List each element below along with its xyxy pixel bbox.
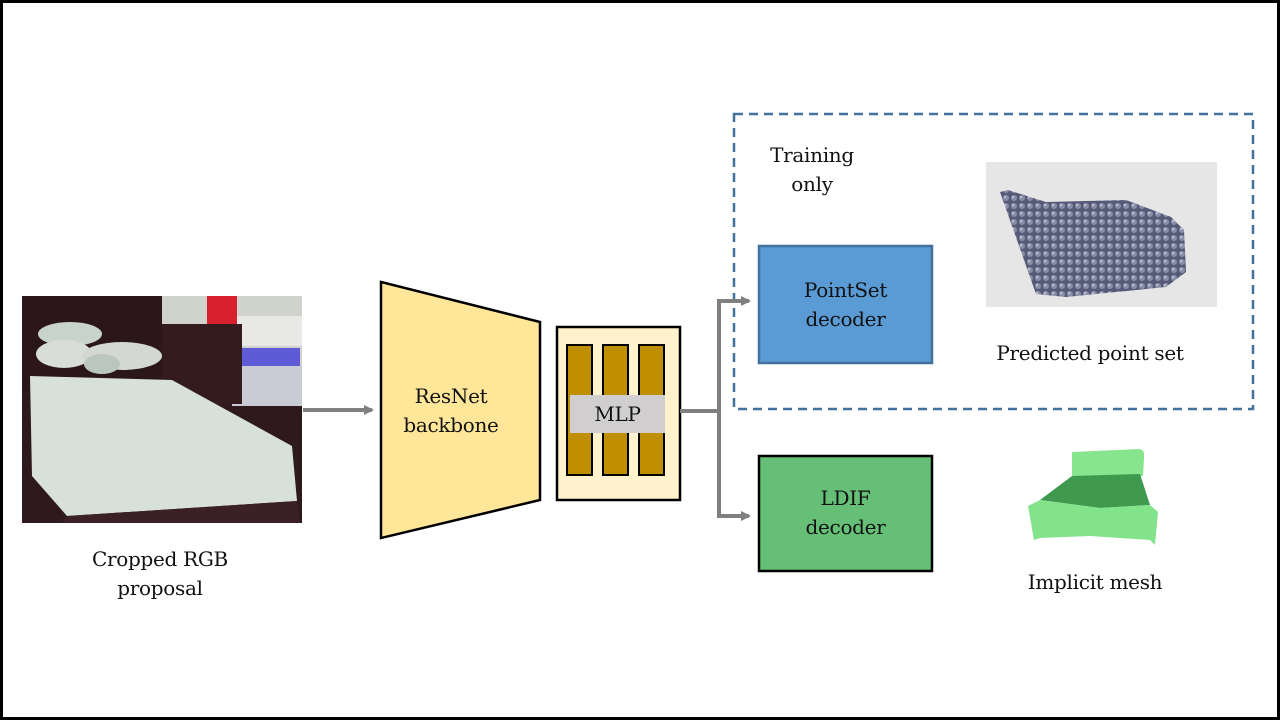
ldif-decoder-label: LDIF decoder	[805, 486, 886, 539]
resnet-backbone-label: ResNet backbone	[403, 384, 499, 437]
implicit-mesh-image	[1028, 449, 1158, 545]
pointset-decoder-label: PointSet decoder	[803, 278, 888, 331]
ldif-decoder-block	[757, 454, 934, 573]
input-image-label: Cropped RGB proposal	[92, 547, 228, 600]
mlp-label-band	[570, 395, 665, 433]
input-bed-photo	[22, 296, 302, 523]
predicted-point-set-image	[986, 162, 1217, 307]
resnet-backbone-block	[379, 280, 542, 540]
implicit-mesh-label: Implicit mesh	[1027, 570, 1163, 594]
bed-photo-illustration	[22, 296, 302, 523]
edge-mlp-to-pointset	[717, 296, 751, 411]
pointset-decoder-block	[757, 244, 934, 365]
edge-mlp-to-ldif	[717, 411, 751, 521]
mlp-label: MLP	[594, 402, 641, 426]
point-cloud-illustration	[1000, 190, 1186, 297]
mlp-block	[555, 325, 682, 502]
predicted-point-set-label: Predicted point set	[996, 341, 1184, 365]
training-only-label: Training only	[770, 143, 854, 196]
training-only-region	[732, 112, 1255, 411]
